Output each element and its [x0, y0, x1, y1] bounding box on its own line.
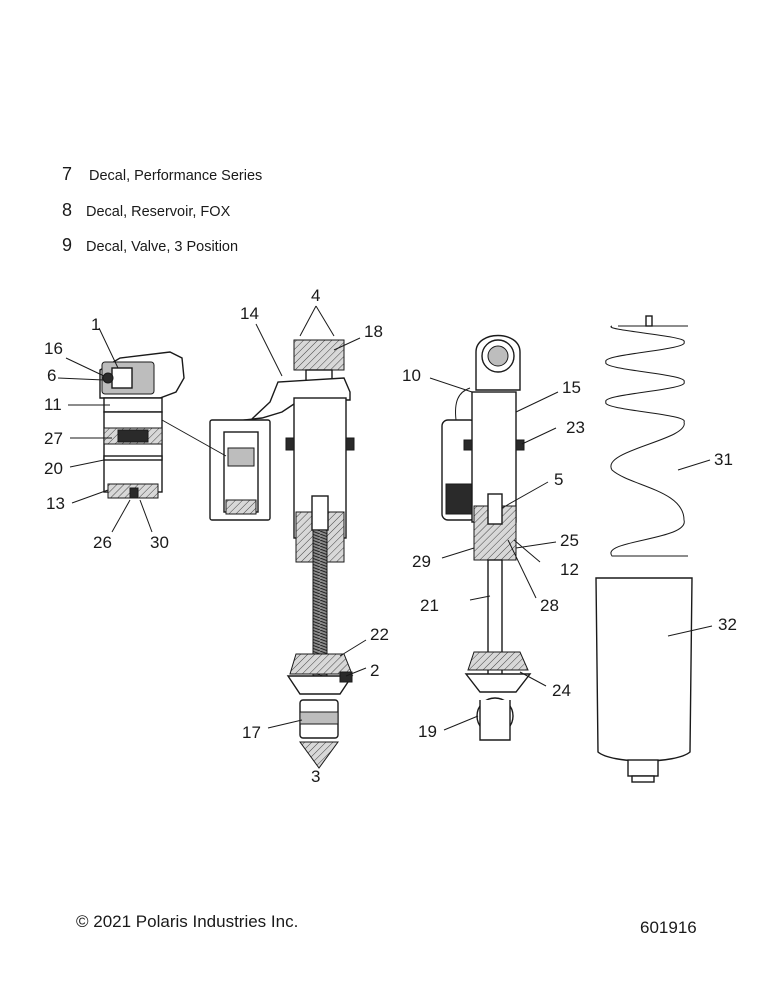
legend-item-7: 7 Decal, Performance Series	[62, 164, 262, 185]
legend-number: 7	[62, 164, 73, 184]
callout-17: 17	[242, 723, 261, 742]
callout-29: 29	[412, 552, 431, 571]
boot-sleeve	[595, 577, 693, 783]
callout-10: 10	[402, 366, 421, 385]
callout-19: 19	[418, 722, 437, 741]
callout-16: 16	[44, 339, 63, 358]
legend-item-8: 8 Decal, Reservoir, FOX	[62, 200, 230, 221]
legend-item-9: 9 Decal, Valve, 3 Position	[62, 235, 238, 256]
shock-assembly-right	[441, 334, 532, 741]
callout-2: 2	[370, 661, 379, 680]
callout-15: 15	[562, 378, 581, 397]
callout-32: 32	[718, 615, 737, 634]
callout-25: 25	[560, 531, 579, 550]
callout-1: 1	[91, 315, 100, 334]
callout-5: 5	[554, 470, 563, 489]
callout-27: 27	[44, 429, 63, 448]
diagram-id: 601916	[640, 918, 697, 937]
callout-28: 28	[540, 596, 559, 615]
leader-lines	[57, 305, 713, 731]
legend-text: Decal, Performance Series	[89, 168, 263, 184]
callout-18: 18	[364, 322, 383, 341]
callout-22: 22	[370, 625, 389, 644]
callout-30: 30	[150, 533, 169, 552]
callout-24: 24	[552, 681, 571, 700]
callout-3: 3	[311, 767, 320, 786]
shock-assembly-center	[209, 339, 355, 769]
callout-6: 6	[47, 366, 56, 385]
callout-12: 12	[560, 560, 579, 579]
callout-31: 31	[714, 450, 733, 469]
callout-4: 4	[311, 286, 320, 305]
copyright-text: © 2021 Polaris Industries Inc.	[76, 912, 299, 931]
legend-text: Decal, Reservoir, FOX	[86, 204, 231, 220]
legend-text: Decal, Valve, 3 Position	[86, 239, 239, 255]
callout-13: 13	[46, 494, 65, 513]
callout-20: 20	[44, 459, 63, 478]
callout-11: 11	[44, 395, 62, 414]
reservoir-assembly	[99, 351, 185, 499]
callout-21: 21	[420, 596, 439, 615]
callout-26: 26	[93, 533, 112, 552]
callouts: 1 16 6 11 27 20 13 26 30 14 4 18 22 2 17…	[44, 286, 737, 786]
legend-number: 9	[62, 235, 73, 255]
callout-23: 23	[566, 418, 585, 437]
spring	[605, 315, 688, 557]
callout-14: 14	[240, 304, 259, 323]
legend-number: 8	[62, 200, 73, 220]
